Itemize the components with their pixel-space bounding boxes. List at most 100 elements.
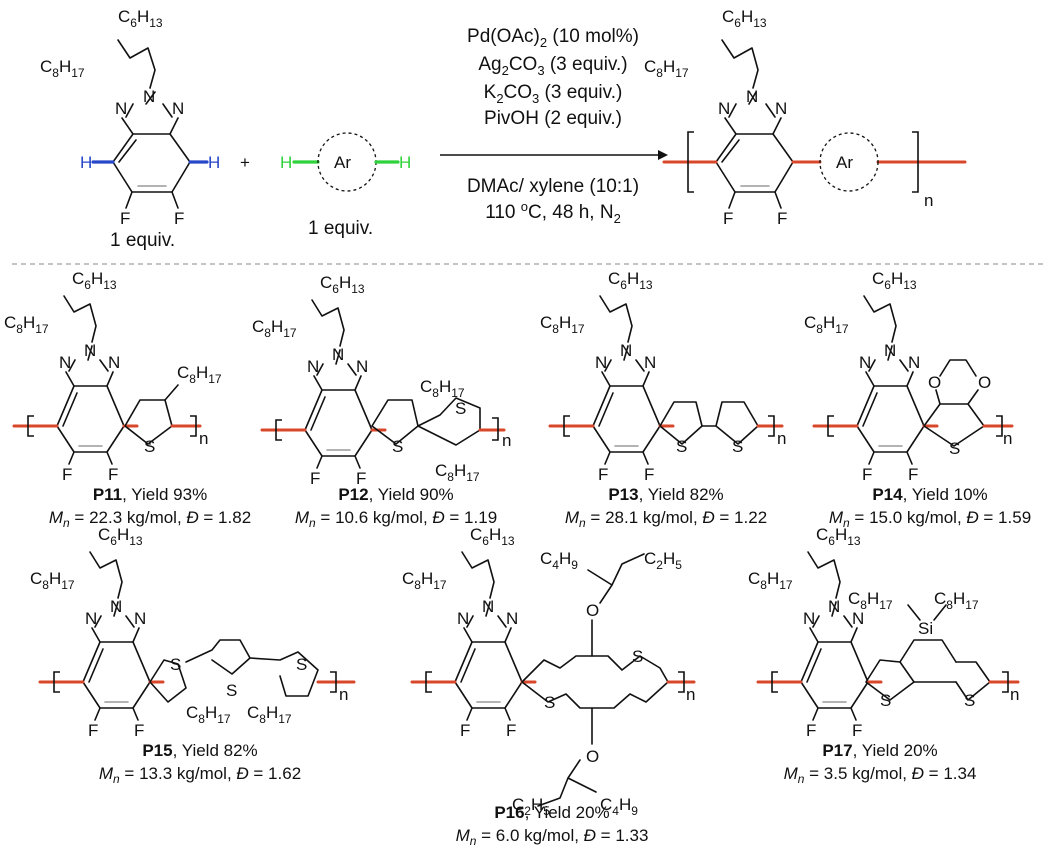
- core-15-f2: F: [134, 721, 144, 740]
- core-15-n3: N: [134, 609, 146, 628]
- p15-n: n: [339, 685, 348, 704]
- core-13-f1: F: [598, 465, 608, 484]
- p13-s2: S: [732, 437, 743, 456]
- p16-sub-c4-bottom: C4H9: [600, 795, 638, 818]
- core-14-f1: F: [862, 465, 872, 484]
- core-13-n1: N: [595, 353, 607, 372]
- polymer-p16: S S O O C4H9 C2H5 C2H5 C4H9 n: [512, 549, 696, 818]
- p16-o1: O: [586, 601, 599, 620]
- p15-sub2: C8H17: [247, 703, 292, 726]
- p14-s: S: [949, 439, 960, 458]
- core-15-n1: N: [85, 609, 97, 628]
- p15-s2: S: [226, 681, 237, 700]
- p11-n: n: [199, 429, 208, 448]
- reactant2-equiv: 1 equiv.: [308, 218, 373, 239]
- core-12-c8h17: C8H17: [252, 317, 297, 340]
- caption-p17-line1: P17, Yield 20%: [822, 741, 937, 760]
- c8h17-label-product: C8H17: [644, 57, 689, 80]
- core-15-c8h17: C8H17: [30, 569, 75, 592]
- caption-p14: P14, Yield 10% Mn = 15.0 kg/mol, Đ = 1.59: [829, 485, 1031, 530]
- caption-p11-line1: P11, Yield 93%: [93, 485, 207, 504]
- h-right-ar: H: [399, 153, 411, 172]
- core-11-n1: N: [59, 353, 71, 372]
- core-14-n1: N: [859, 353, 871, 372]
- caption-p16: P16, Yield 20%Mn = 6.0 kg/mol, Đ = 1.33: [456, 803, 649, 848]
- core-13-c8h17: C8H17: [540, 313, 585, 336]
- core-12-f1: F: [310, 469, 320, 488]
- core-13-c6h13: C6H13: [608, 269, 653, 292]
- polymer-captions: P11, Yield 93% Mn = 22.3 kg/mol, Đ = 1.82…: [49, 485, 1031, 848]
- polymer-p13: S S n: [659, 401, 786, 456]
- f1-atom: F: [120, 209, 130, 228]
- reactant1-equiv: 1 equiv.: [110, 230, 175, 251]
- core-16-c6h13: C6H13: [470, 525, 515, 548]
- caption-p11: P11, Yield 93% Mn = 22.3 kg/mol, Đ = 1.82: [49, 485, 251, 530]
- p13-n: n: [777, 429, 786, 448]
- product-f1: F: [723, 209, 733, 228]
- core-11-c6h13: C6H13: [72, 269, 117, 292]
- caption-p13-line2: Mn = 28.1 kg/mol, Đ = 1.22: [565, 508, 767, 530]
- p14-n: n: [1003, 429, 1012, 448]
- p13-s1: S: [676, 437, 687, 456]
- p16-sub-c2-top: C2H5: [644, 549, 682, 572]
- caption-p12-line1: P12, Yield 90%: [338, 485, 453, 504]
- core-17-f1: F: [806, 721, 816, 740]
- product-n1: N: [718, 99, 730, 118]
- reactant-arene: H Ar H 1 equiv.: [280, 132, 411, 239]
- core-17-c6h13: C6H13: [816, 525, 861, 548]
- h-left-atom: H: [80, 153, 92, 172]
- caption-p13-line1: P13, Yield 82%: [608, 485, 723, 504]
- core-14-n3: N: [908, 353, 920, 372]
- product-f2: F: [777, 209, 787, 228]
- p12-s2: S: [455, 399, 466, 418]
- p16-s1: S: [544, 693, 555, 712]
- caption-p14-line2: Mn = 15.0 kg/mol, Đ = 1.59: [829, 508, 1031, 530]
- n1-atom: N: [115, 99, 127, 118]
- condition-pd: Pd(OAc)2 (10 mol%): [467, 26, 639, 50]
- caption-p12: P12, Yield 90%Mn = 10.6 kg/mol, Đ = 1.19: [295, 485, 497, 530]
- core-17-n1: N: [803, 609, 815, 628]
- n3-atom: N: [172, 99, 184, 118]
- c8h17-label-top: C8H17: [40, 57, 85, 80]
- core-13-n3: N: [644, 353, 656, 372]
- p12-sub1: C8H17: [420, 377, 465, 400]
- product-n2: N: [746, 87, 758, 106]
- caption-p15-line2: Mn = 13.3 kg/mol, Đ = 1.62: [99, 764, 301, 786]
- caption-p14-line1: P14, Yield 10%: [872, 485, 987, 504]
- condition-ag: Ag2CO3 (3 equiv.): [478, 54, 627, 78]
- polymer-p11: C8H17 S n: [124, 363, 222, 456]
- h-right-atom: H: [208, 153, 220, 172]
- polymer-p14: S O O n: [923, 359, 1014, 458]
- p17-n: n: [1010, 685, 1019, 704]
- p16-sub-c4-top: C4H9: [540, 549, 578, 572]
- core-15-c6h13: C6H13: [98, 525, 143, 548]
- core-11-f2: F: [108, 465, 118, 484]
- core-15-f1: F: [88, 721, 98, 740]
- caption-p11-line2: Mn = 22.3 kg/mol, Đ = 1.82: [49, 508, 251, 530]
- caption-p15-line1: P15, Yield 82%: [142, 741, 257, 760]
- p12-sub2: C8H17: [435, 461, 480, 484]
- polymer-p12: S S C8H17 C8H17 n: [371, 377, 511, 484]
- condition-solvent: DMAc/ xylene (10:1): [467, 176, 639, 197]
- core-12-c6h13: C6H13: [320, 273, 365, 296]
- core-16-n1: N: [457, 609, 469, 628]
- core-12-n1: N: [307, 357, 319, 376]
- p11-sub: C8H17: [177, 363, 222, 386]
- p17-s2: S: [964, 691, 975, 710]
- condition-temp: 110 oC, 48 h, N2: [485, 199, 621, 226]
- p16-sub-c2-bottom: C2H5: [512, 795, 550, 818]
- core-13-f2: F: [644, 465, 654, 484]
- core-16-f1: F: [460, 721, 470, 740]
- core-14-c8h17: C8H17: [804, 313, 849, 336]
- p14-o1: O: [928, 373, 941, 392]
- caption-p15: P15, Yield 82% Mn = 13.3 kg/mol, Đ = 1.62: [99, 741, 301, 786]
- caption-p13: P13, Yield 82% Mn = 28.1 kg/mol, Đ = 1.22: [565, 485, 767, 530]
- n2-atom: N: [143, 87, 155, 106]
